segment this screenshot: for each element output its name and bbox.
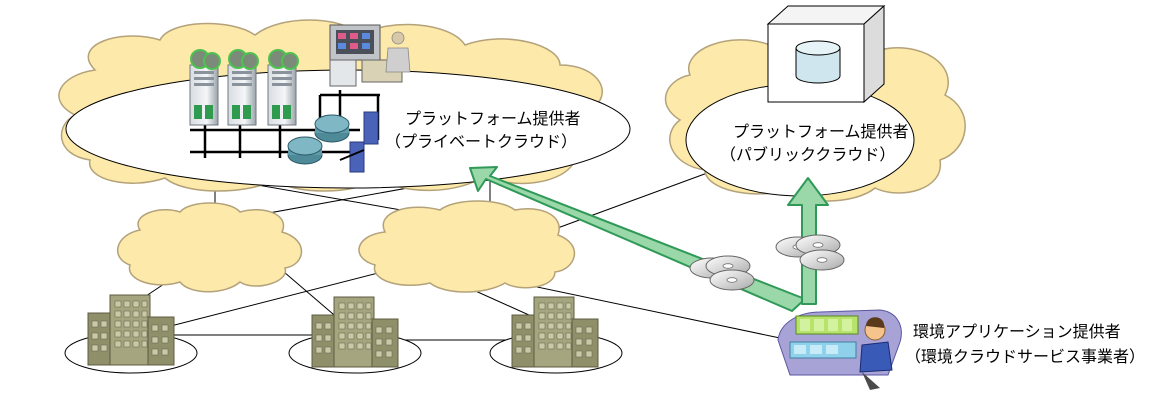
building-site-3 [489,296,623,374]
network-cloud-center [358,200,576,293]
operator-workstation-icon [329,24,411,87]
switch-stack-icon [339,111,379,173]
storage-box-icon [766,4,886,104]
building-site-2 [288,296,422,374]
software-disc-icon [689,255,755,291]
public-platform-subtitle: （パブリッククラウド） [720,145,896,164]
public-platform-title: プラットフォーム提供者 [733,122,909,141]
router-icon [287,114,350,165]
application-provider-operator-icon [777,309,902,390]
server-cluster-icon [189,49,299,126]
app-provider-title: 環境アプリケーション提供者 [913,322,1121,341]
private-platform-subtitle: （プライベートクラウド） [385,132,578,151]
app-provider-subtitle: （環境クラウドサービス事業者） [905,347,1146,366]
building-site-1 [64,294,198,374]
software-disc-icon [775,234,845,271]
network-cloud-left [116,202,303,293]
private-platform-title: プラットフォーム提供者 [405,109,581,128]
